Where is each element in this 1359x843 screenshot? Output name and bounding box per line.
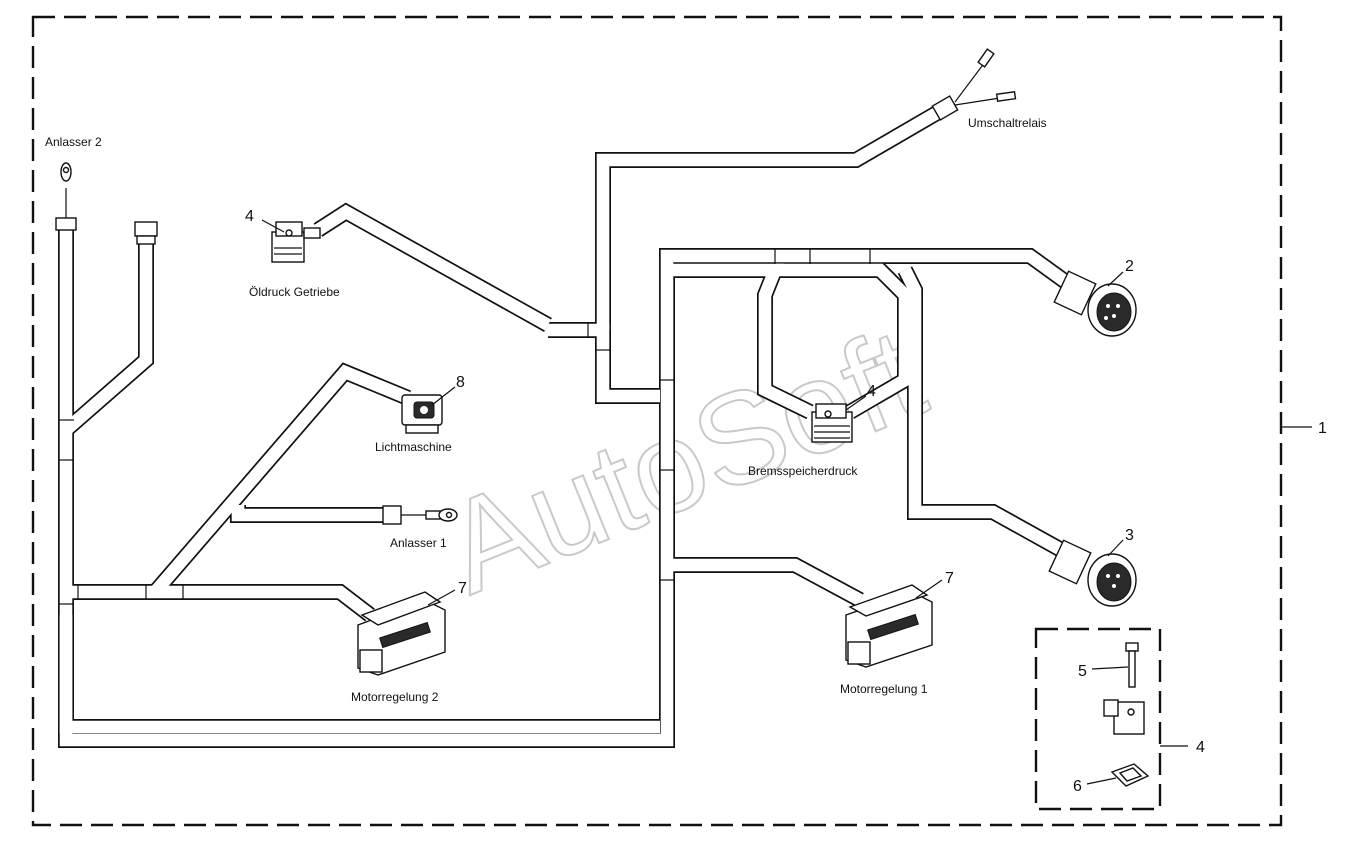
label-bremsspeicher: Bremsspeicherdruck <box>748 464 858 478</box>
assembly-frame <box>31 15 1283 827</box>
callout-4-brems: 4 <box>867 383 876 400</box>
callout-2: 2 <box>1125 258 1134 275</box>
callout-4-detail: 4 <box>1196 739 1205 756</box>
round-connector-3 <box>1048 539 1137 607</box>
bremsspeicher-connector <box>811 403 853 443</box>
callout-8: 8 <box>456 374 465 391</box>
anlasser1-terminal <box>382 505 458 525</box>
detail-parts <box>1103 642 1150 787</box>
label-lichtmaschine: Lichtmaschine <box>375 440 452 454</box>
callout-7-right: 7 <box>945 570 954 587</box>
screw-shaft <box>1128 650 1136 688</box>
detail-connector <box>1113 701 1145 735</box>
leader-lines <box>261 219 1129 785</box>
callout-3: 3 <box>1125 527 1134 544</box>
round-connector-2 <box>1053 270 1137 337</box>
callout-4-oel: 4 <box>245 208 254 225</box>
label-anlasser1: Anlasser 1 <box>390 536 447 550</box>
label-anlasser2: Anlasser 2 <box>45 135 102 149</box>
label-umschaltrelais: Umschaltrelais <box>968 116 1047 130</box>
detail-frame <box>1034 627 1162 811</box>
motorregelung2-connector <box>357 591 446 676</box>
label-motorregelung2: Motorregelung 2 <box>351 690 439 704</box>
callout-5: 5 <box>1078 663 1087 680</box>
detail-connector-body <box>1103 699 1119 717</box>
callout-1: 1 <box>1318 420 1327 437</box>
screw-head <box>1125 642 1139 652</box>
callout-6: 6 <box>1073 778 1082 795</box>
lichtmaschine-connector <box>401 394 443 434</box>
oeldruck-connector <box>271 221 321 263</box>
motorregelung1-connector <box>845 584 933 668</box>
lichtmaschine-cable <box>148 362 412 598</box>
umschaltrelais-connector <box>931 48 1017 121</box>
callout-7-left: 7 <box>458 580 467 597</box>
anlasser2-terminal <box>55 162 158 245</box>
label-motorregelung1: Motorregelung 1 <box>840 682 928 696</box>
label-oeldruck: Öldruck Getriebe <box>249 285 340 299</box>
harness-cables <box>58 103 1075 748</box>
